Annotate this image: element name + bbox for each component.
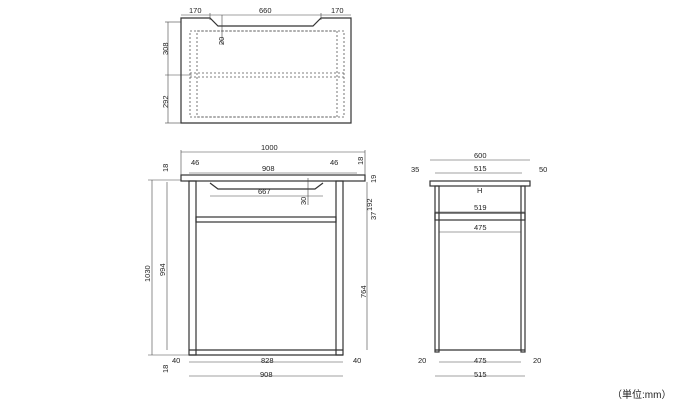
handle-mark: H — [477, 186, 482, 195]
dim-top-thick-right: 18 — [356, 157, 365, 165]
dim-tray-depth: 30 — [299, 197, 308, 205]
dim-apron: 19 — [369, 175, 378, 183]
dim-leg-span: 908 — [260, 370, 273, 379]
dim-overhang-left: 46 — [191, 158, 199, 167]
dim-shelf-clear: 764 — [359, 285, 368, 298]
dim-width: 1000 — [261, 143, 278, 152]
units-note: （単位:mm） — [612, 388, 671, 401]
dim-under-clear: 192 — [365, 198, 374, 211]
dim-side-base-inner: 475 — [474, 356, 487, 365]
dim-depth: 600 — [474, 151, 487, 160]
dim-foot-right: 40 — [353, 356, 361, 365]
dim-overhang-front: 35 — [411, 165, 419, 174]
dim-height: 1030 — [143, 265, 152, 282]
dim-base-width: 828 — [261, 356, 274, 365]
dim-notch: 20 — [217, 37, 226, 45]
dim-shelf-inner: 475 — [474, 223, 487, 232]
dim-inner-depth: 515 — [474, 164, 487, 173]
dim-rail: 37 — [369, 212, 378, 220]
dim-top-right: 170 — [331, 6, 344, 15]
dim-overhang-right: 46 — [330, 158, 338, 167]
dim-shelf-width: 519 — [474, 203, 487, 212]
dim-top-left: 170 — [189, 6, 202, 15]
dim-top-mid: 660 — [259, 6, 272, 15]
dim-side-leg-span: 515 — [474, 370, 487, 379]
dim-foot-height: 18 — [161, 365, 170, 373]
front-view: 1000 46 46 908 18 18 19 667 30 192 37 10… — [143, 143, 378, 379]
dim-depth-back: 292 — [161, 95, 170, 108]
dim-side-foot-right: 20 — [533, 356, 541, 365]
dim-foot-left: 40 — [172, 356, 180, 365]
top-view: 170 660 170 20 308 292 — [161, 6, 352, 124]
dim-overhang-back: 50 — [539, 165, 547, 174]
dim-tray-width: 667 — [258, 187, 271, 196]
dim-depth-front: 308 — [161, 42, 170, 55]
side-view: 600 35 50 515 H 519 475 20 475 20 515 — [411, 151, 547, 379]
dim-top-thick-left: 18 — [161, 164, 170, 172]
dim-leg-height: 994 — [158, 263, 167, 276]
dim-inner-width: 908 — [262, 164, 275, 173]
dim-side-foot-left: 20 — [418, 356, 426, 365]
